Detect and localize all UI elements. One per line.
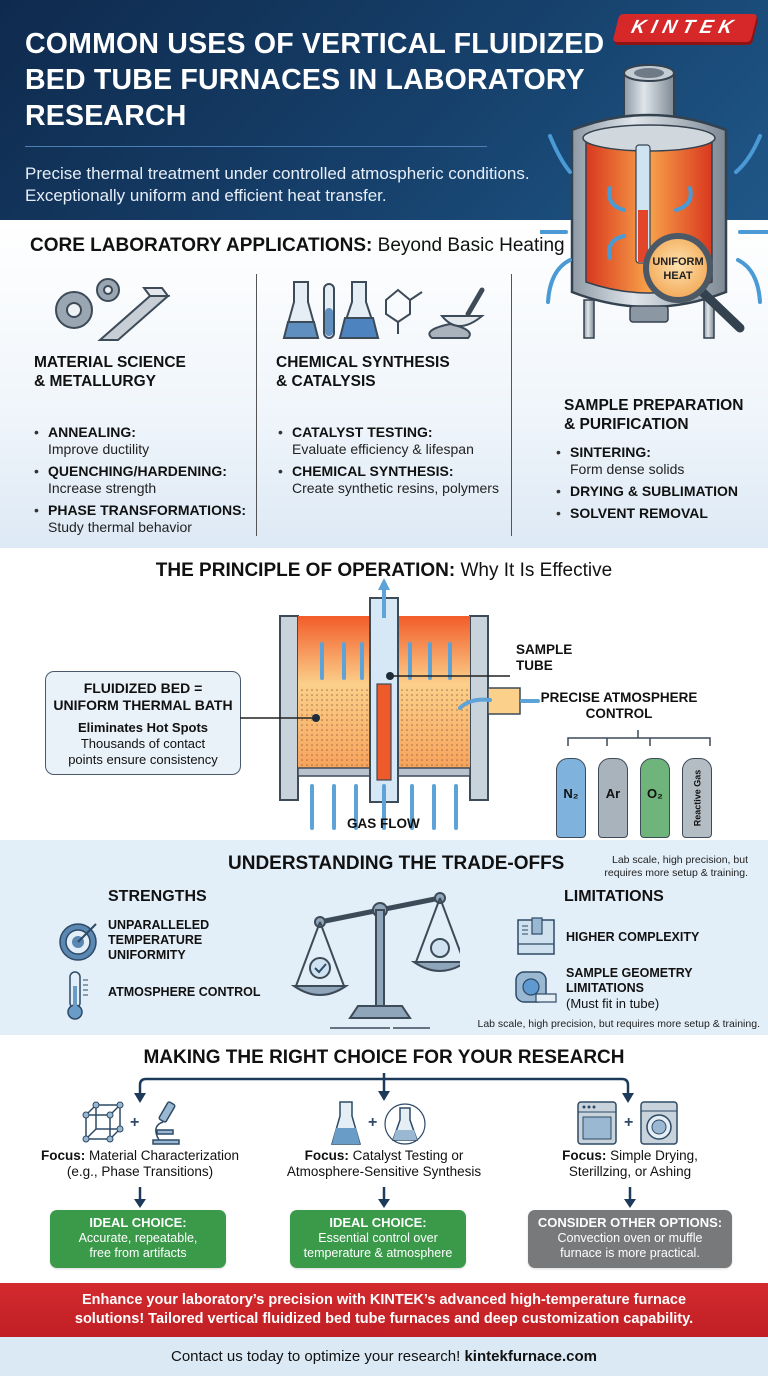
branching-arrows-icon [134, 1073, 634, 1103]
tradeoffs-note-bottom: Lab scale, high precision, but requires … [477, 1018, 761, 1030]
sample-preparation-list: SINTERING:Form dense solids DRYING & SUB… [556, 444, 766, 527]
choice-section-title: MAKING THE RIGHT CHOICE FOR YOUR RESEARC… [143, 1047, 625, 1068]
website-link[interactable]: kintekfurnace.com [464, 1348, 598, 1365]
core-title-bold: CORE LABORATORY APPLICATIONS: [30, 235, 373, 256]
list-item: SOLVENT REMOVAL [556, 505, 766, 522]
fluidized-bed-diagram-icon [240, 578, 540, 830]
thermometer-icon [67, 971, 88, 1020]
limitation-higher-complexity: HIGHER COMPLEXITY [566, 930, 700, 944]
fluidized-bed-callout: FLUIDIZED BED = UNIFORM THERMAL BATH Eli… [45, 671, 241, 775]
magnifier-label-2: HEAT [663, 270, 692, 282]
limitations-heading: LIMITATIONS [564, 888, 664, 905]
target-icon [59, 923, 97, 961]
list-item: ANNEALING:Improve ductility [34, 424, 254, 458]
kintek-logo[interactable]: KINTEK [612, 14, 758, 42]
down-arrows-icon [134, 1187, 636, 1208]
column-divider [511, 274, 512, 536]
option-2-result: IDEAL CHOICE: Essential control over tem… [290, 1210, 466, 1268]
oven-icon [577, 1101, 617, 1145]
tape-measure-icon [515, 971, 557, 1003]
list-item: CATALYST TESTING:Evaluate efficiency & l… [278, 424, 508, 458]
strengths-heading: STRENGTHS [108, 888, 207, 905]
logo-text: KINTEK [629, 17, 742, 38]
option-3-focus: Focus: Simple Drying, Sterillzing, or As… [562, 1148, 698, 1179]
page-subtitle: Precise thermal treatment under controll… [25, 164, 530, 205]
plus-icon: + [624, 1114, 634, 1131]
principle-section-title: THE PRINCIPLE OF OPERATION: Why It Is Ef… [155, 560, 613, 581]
tradeoffs-section-title: UNDERSTANDING THE TRADE-OFFS [228, 853, 565, 874]
chemical-synthesis-list: CATALYST TESTING:Evaluate efficiency & l… [278, 424, 508, 502]
reaction-flask-icon [384, 1103, 426, 1145]
microscope-icon [152, 1101, 181, 1145]
option-3-result: CONSIDER OTHER OPTIONS: Convection oven … [528, 1210, 732, 1268]
list-item: SINTERING:Form dense solids [556, 444, 766, 478]
list-item: PHASE TRANSFORMATIONS:Study thermal beha… [34, 502, 254, 536]
option-1-result: IDEAL CHOICE: Accurate, repeatable, free… [50, 1210, 226, 1268]
option-2-focus: Focus: Catalyst Testing or Atmosphere-Se… [286, 1148, 482, 1179]
reactive-gas-cylinder-icon: Reactive Gas [682, 758, 712, 838]
cta-line-1: Enhance your laboratory’s precision with… [81, 1292, 687, 1308]
option-3-icons: + [576, 1099, 696, 1147]
plus-icon: + [130, 1114, 140, 1131]
cta-banner: Enhance your laboratory’s precision with… [0, 1283, 768, 1337]
option-1-focus: Focus: Material Characterization (e.g., … [40, 1148, 240, 1179]
gas-flow-label: GAS FLOW [347, 816, 420, 831]
flask-icon [331, 1101, 361, 1145]
material-science-list: ANNEALING:Improve ductility QUENCHING/HA… [34, 424, 254, 541]
contact-text: Contact us today to optimize your resear… [170, 1348, 465, 1365]
core-title-light: Beyond Basic Heating [372, 235, 565, 256]
list-item: CHEMICAL SYNTHESIS:Create synthetic resi… [278, 463, 508, 497]
gas-cylinders [567, 730, 711, 746]
column-divider [256, 274, 257, 536]
page-title: COMMON USES OF VERTICAL FLUIDIZED BED TU… [25, 28, 605, 132]
option-2-icons: + [330, 1099, 450, 1147]
balance-scale-icon [290, 892, 460, 1029]
list-item: DRYING & SUBLIMATION [556, 483, 766, 500]
magnifier-label-1: UNIFORM [652, 256, 703, 268]
nitrogen-cylinder-icon: N₂ [556, 758, 586, 838]
crystal-lattice-icon [82, 1101, 124, 1143]
plus-icon: + [368, 1114, 378, 1131]
lab-glassware-icon [282, 281, 485, 339]
principle-section: THE PRINCIPLE OF OPERATION: Why It Is Ef… [0, 548, 768, 840]
header-divider [25, 146, 487, 147]
oxygen-cylinder-icon: O₂ [640, 758, 670, 838]
list-item: QUENCHING/HARDENING:Increase strength [34, 463, 254, 497]
core-section-title: CORE LABORATORY APPLICATIONS: Beyond Bas… [30, 235, 565, 257]
machine-icon [517, 917, 555, 955]
column-heading-sample-preparation: SAMPLE PREPARATION& PURIFICATION [564, 397, 744, 433]
choice-section: MAKING THE RIGHT CHOICE FOR YOUR RESEARC… [0, 1035, 768, 1283]
muffle-furnace-icon [640, 1101, 679, 1145]
cylinder-group: N₂ Ar O₂ Reactive Gas [556, 748, 726, 840]
strength-atmosphere-control: ATMOSPHERE CONTROL [108, 985, 261, 999]
option-1-icons: + [82, 1099, 192, 1147]
argon-cylinder-icon: Ar [598, 758, 628, 838]
column-heading-chemical-synthesis: CHEMICAL SYNTHESIS& CATALYSIS [276, 354, 450, 390]
contact-bar: Contact us today to optimize your resear… [0, 1337, 768, 1376]
cta-line-2: solutions! Tailored vertical fluidized b… [74, 1311, 694, 1327]
column-heading-material-science: MATERIAL SCIENCE& METALLURGY [34, 354, 186, 390]
furnace-illustration-icon: UNIFORM HEAT [540, 64, 768, 339]
tradeoffs-section: UNDERSTANDING THE TRADE-OFFS Lab scale, … [0, 840, 768, 1035]
gears-and-ingot-icon [55, 278, 170, 341]
